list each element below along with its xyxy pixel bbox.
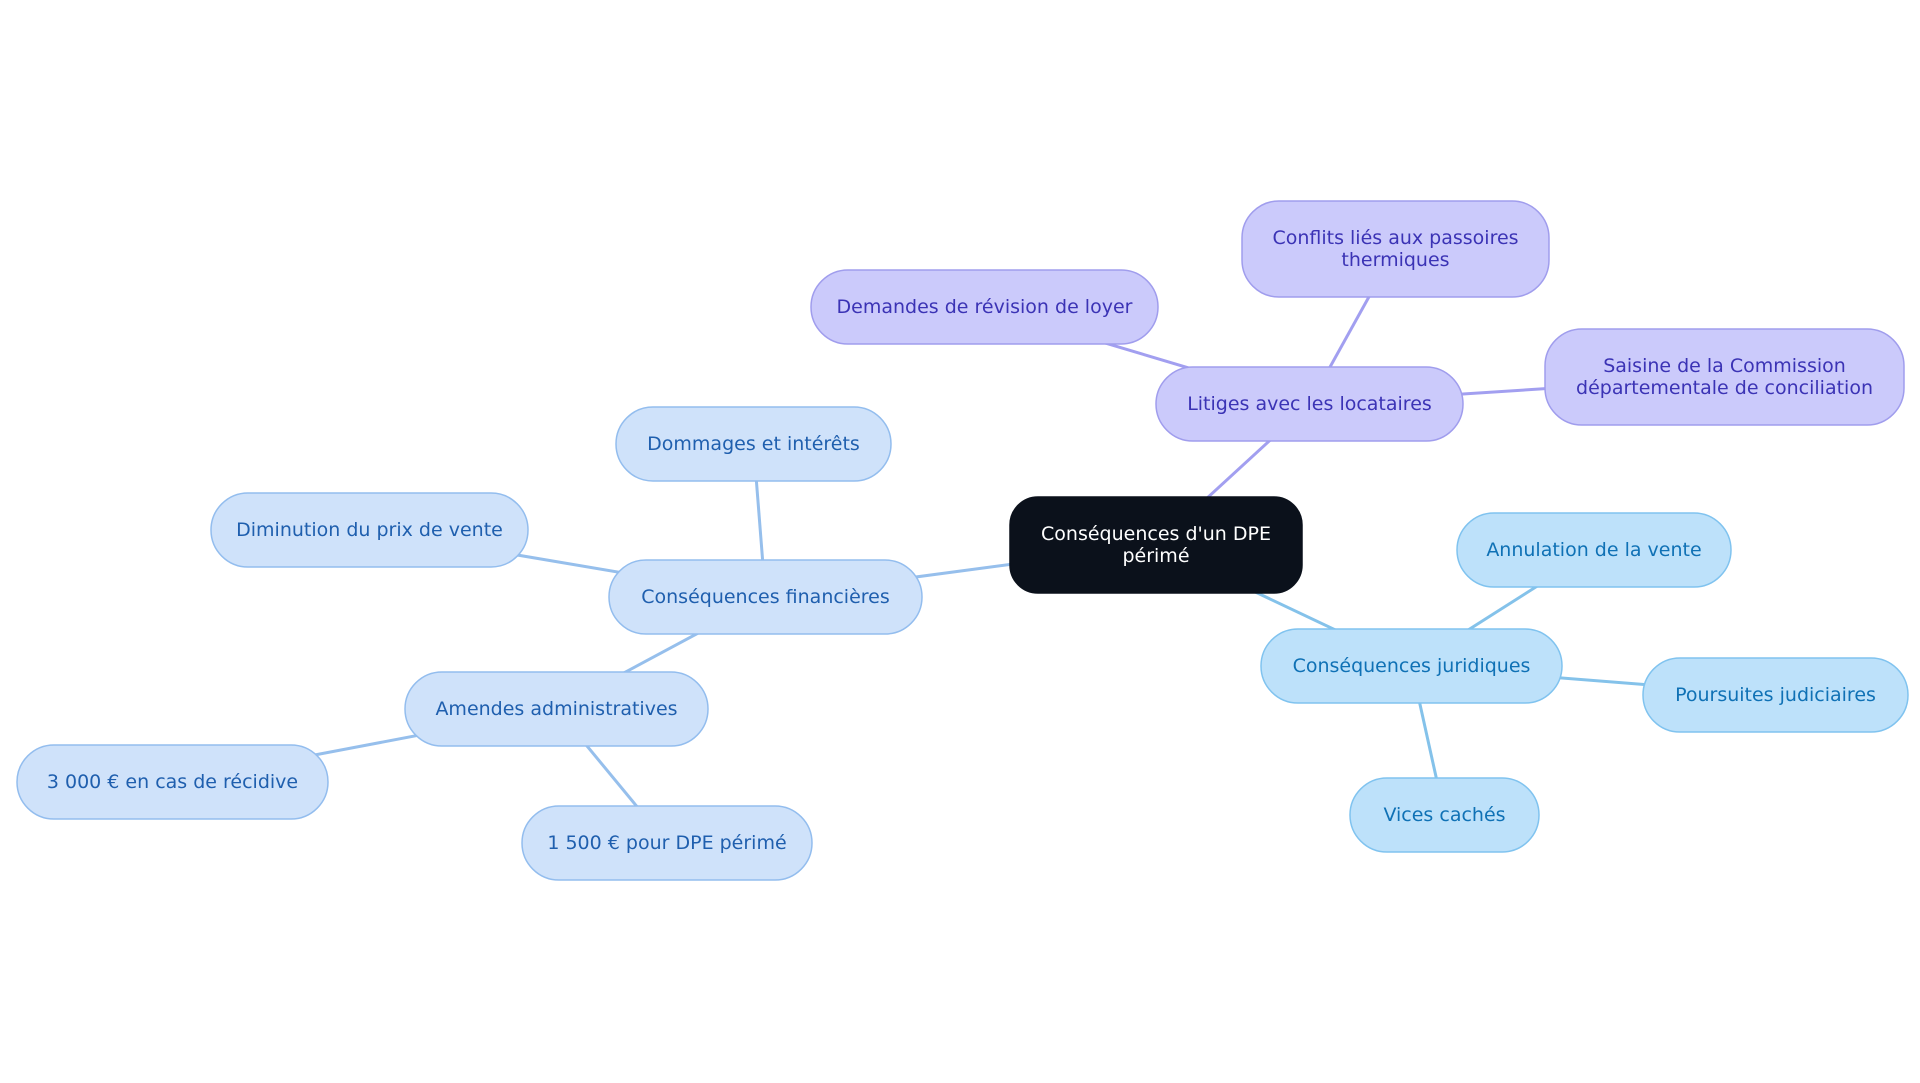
node-box: [615, 406, 892, 482]
node-label: Dommages et intérêts: [647, 433, 860, 455]
mind-map-nodes: Conséquences d'un DPEpériméConséquences …: [16, 200, 1909, 881]
node-label: thermiques: [1341, 249, 1449, 271]
node-label: Amendes administratives: [435, 698, 677, 720]
node-cancel-sale[interactable]: Annulation de la vente: [1456, 512, 1732, 588]
node-box: [521, 805, 813, 881]
node-hidden-defects[interactable]: Vices cachés: [1349, 777, 1540, 853]
node-box: [16, 744, 329, 820]
node-label: 1 500 € pour DPE périmé: [547, 832, 786, 854]
node-label: périmé: [1122, 545, 1189, 567]
node-damages[interactable]: Dommages et intérêts: [615, 406, 892, 482]
node-label: Saisine de la Commission: [1603, 355, 1846, 377]
node-box: [404, 671, 709, 747]
node-box: [1349, 777, 1540, 853]
node-box: [1241, 200, 1550, 298]
node-fine-repeat[interactable]: 3 000 € en cas de récidive: [16, 744, 329, 820]
node-label: Annulation de la vente: [1486, 539, 1701, 561]
node-box: [1642, 657, 1909, 733]
node-label: départementale de conciliation: [1576, 377, 1873, 399]
node-rent-review[interactable]: Demandes de révision de loyer: [810, 269, 1159, 345]
node-financial[interactable]: Conséquences financières: [608, 559, 923, 635]
node-fines[interactable]: Amendes administratives: [404, 671, 709, 747]
node-box: [1544, 328, 1905, 426]
node-box: [1155, 366, 1464, 442]
node-label: Conflits liés aux passoires: [1272, 227, 1518, 249]
node-tenants[interactable]: Litiges avec les locataires: [1155, 366, 1464, 442]
node-label: Vices cachés: [1383, 804, 1505, 826]
node-label: Poursuites judiciaires: [1675, 684, 1876, 706]
node-box: [210, 492, 529, 568]
node-box: [1009, 496, 1303, 594]
node-box: [1260, 628, 1563, 704]
node-fine-expired[interactable]: 1 500 € pour DPE périmé: [521, 805, 813, 881]
node-label: Demandes de révision de loyer: [837, 296, 1133, 318]
node-label: Diminution du prix de vente: [236, 519, 503, 541]
node-lawsuits[interactable]: Poursuites judiciaires: [1642, 657, 1909, 733]
node-box: [810, 269, 1159, 345]
node-label: Conséquences juridiques: [1293, 655, 1531, 677]
node-label: Conséquences d'un DPE: [1041, 523, 1271, 545]
node-box: [608, 559, 923, 635]
node-label: Conséquences financières: [641, 586, 890, 608]
node-price-drop[interactable]: Diminution du prix de vente: [210, 492, 529, 568]
node-label: 3 000 € en cas de récidive: [47, 771, 298, 793]
node-legal[interactable]: Conséquences juridiques: [1260, 628, 1563, 704]
node-box: [1456, 512, 1732, 588]
node-label: Litiges avec les locataires: [1187, 393, 1432, 415]
